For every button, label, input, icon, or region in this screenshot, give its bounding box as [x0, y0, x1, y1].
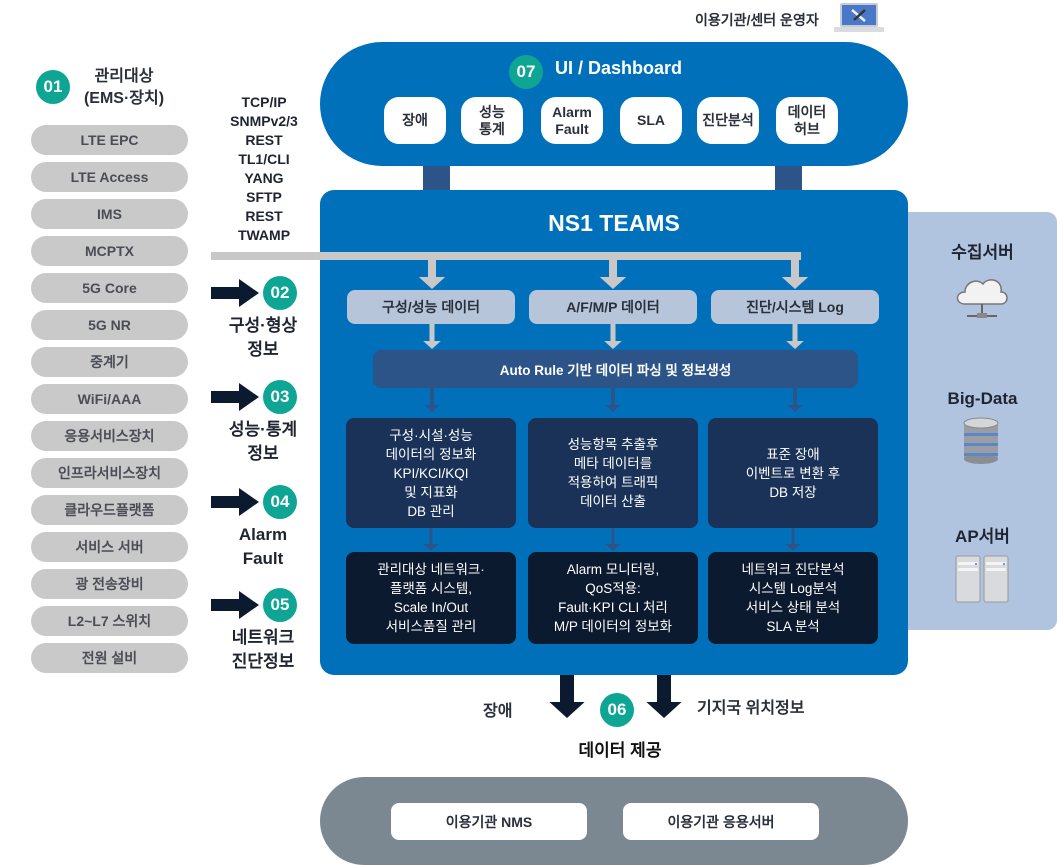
output-box-1: 관리대상 네트워크· 플랫폼 시스템, Scale In/Out 서비스품질 관…	[346, 552, 516, 644]
targets-title-line2: (EMS·장치)	[83, 90, 165, 107]
protocol-item: TCP/IP	[241, 94, 287, 110]
auto-rule-bar: Auto Rule 기반 데이터 파싱 및 정보생성	[373, 350, 858, 388]
dashboard-chip-alarm[interactable]: Alarm Fault	[541, 97, 603, 144]
protocol-item: SNMPv2/3	[230, 113, 298, 129]
protocol-item: REST	[245, 132, 283, 148]
consumer-app-server[interactable]: 이용기관 응용서버	[623, 803, 819, 840]
process-box-3: 표준 장애 이벤트로 변환 후 DB 저장	[708, 418, 878, 528]
output-box-2: Alarm 모니터링, QoS적용: Fault·KPI CLI 처리 M/P …	[528, 552, 698, 644]
target-item[interactable]: LTE Access	[31, 162, 188, 192]
target-item[interactable]: WiFi/AAA	[31, 384, 188, 414]
down-arrow-icon	[549, 675, 585, 718]
badge-04: 04	[263, 485, 297, 519]
flow-label-line2: 정보	[247, 340, 279, 359]
flow-label-line1: 네트워크	[231, 628, 295, 647]
source-afmp: A/F/M/P 데이터	[529, 290, 697, 324]
consumer-nms[interactable]: 이용기관 NMS	[391, 803, 587, 840]
main-title: NS1 TEAMS	[548, 210, 680, 236]
target-item[interactable]: 5G Core	[31, 273, 188, 303]
server-label-collector: 수집서버	[951, 243, 1014, 262]
protocol-item: REST	[245, 208, 283, 224]
targets-title-line1: 관리대상	[94, 68, 154, 85]
protocol-item: YANG	[244, 170, 284, 186]
dashboard-chip-sla[interactable]: SLA	[620, 97, 682, 144]
badge-07: 07	[509, 55, 543, 89]
dashboard-chip-data-hub[interactable]: 데이터 허브	[776, 97, 838, 144]
target-item[interactable]: 5G NR	[31, 310, 188, 340]
server-label-ap: AP서버	[955, 527, 1010, 546]
down-arrow-icon	[646, 675, 682, 718]
protocol-item: SFTP	[246, 189, 282, 205]
target-item[interactable]: MCPTX	[31, 236, 188, 266]
database-icon	[963, 417, 999, 464]
process-box-2: 성능항목 추출후 메타 데이터를 적용하여 트래픽 데이터 산출	[528, 418, 698, 528]
right-arrow-icon	[211, 383, 259, 411]
operator-label: 이용기관/센터 운영자	[695, 12, 819, 28]
target-item[interactable]: 인프라서비스장치	[31, 458, 188, 488]
server-rack-icon	[955, 555, 1009, 603]
flow-label-line2: Fault	[242, 549, 284, 568]
target-item[interactable]: 광 전송장비	[31, 569, 188, 599]
target-item[interactable]: 중계기	[31, 347, 188, 377]
connector-left	[423, 166, 450, 192]
flow-label-line2: 진단정보	[231, 652, 295, 671]
collector-line	[211, 252, 801, 260]
target-item[interactable]: L2~L7 스위치	[31, 606, 188, 636]
flow-label-line1: 성능·통계	[228, 420, 298, 439]
target-item[interactable]: 전원 설비	[31, 643, 188, 673]
cloud-server-icon	[956, 279, 1008, 318]
dashboard-chip-diagnosis[interactable]: 진단분석	[697, 97, 759, 144]
dashboard-chip-performance[interactable]: 성능 통계	[461, 97, 523, 144]
server-label-bigdata: Big-Data	[947, 389, 1018, 408]
source-config-performance: 구성/성능 데이터	[347, 290, 515, 324]
dashboard-chip-fault[interactable]: 장애	[384, 97, 446, 144]
flow-label-line1: Alarm	[238, 525, 288, 544]
target-item[interactable]: 클라우드플랫폼	[31, 495, 188, 525]
right-arrow-icon	[211, 591, 259, 619]
badge-01: 01	[36, 70, 70, 104]
dashboard-title: UI / Dashboard	[555, 58, 683, 78]
provide-right-label: 기지국 위치정보	[697, 700, 805, 717]
flow-label-line2: 정보	[247, 444, 279, 463]
provide-left-label: 장애	[483, 703, 513, 720]
badge-03: 03	[263, 380, 297, 414]
target-item[interactable]: 서비스 서버	[31, 532, 188, 562]
source-diagnosis-log: 진단/시스템 Log	[711, 290, 879, 324]
right-arrow-icon	[211, 488, 259, 516]
target-item[interactable]: 응용서비스장치	[31, 421, 188, 451]
laptop-tools-icon	[834, 3, 884, 32]
badge-02: 02	[263, 276, 297, 310]
process-box-1: 구성·시설·성능 데이터의 정보화 KPI/KCI/KQI 및 지표화 DB 관…	[346, 418, 516, 528]
protocol-item: TWAMP	[237, 227, 291, 243]
connector-right	[775, 166, 802, 192]
badge-06: 06	[600, 693, 634, 727]
badge-05: 05	[263, 588, 297, 622]
output-box-3: 네트워크 진단분석 시스템 Log분석 서비스 상태 분석 SLA 분석	[708, 552, 878, 644]
right-arrow-icon	[211, 279, 259, 307]
target-item[interactable]: LTE EPC	[31, 125, 188, 155]
protocol-item: TL1/CLI	[238, 151, 290, 167]
flow-label-line1: 구성·형상	[228, 316, 298, 335]
targets-title: 관리대상 (EMS·장치)	[74, 66, 174, 110]
provide-title: 데이터 제공	[578, 741, 662, 760]
target-item[interactable]: IMS	[31, 199, 188, 229]
